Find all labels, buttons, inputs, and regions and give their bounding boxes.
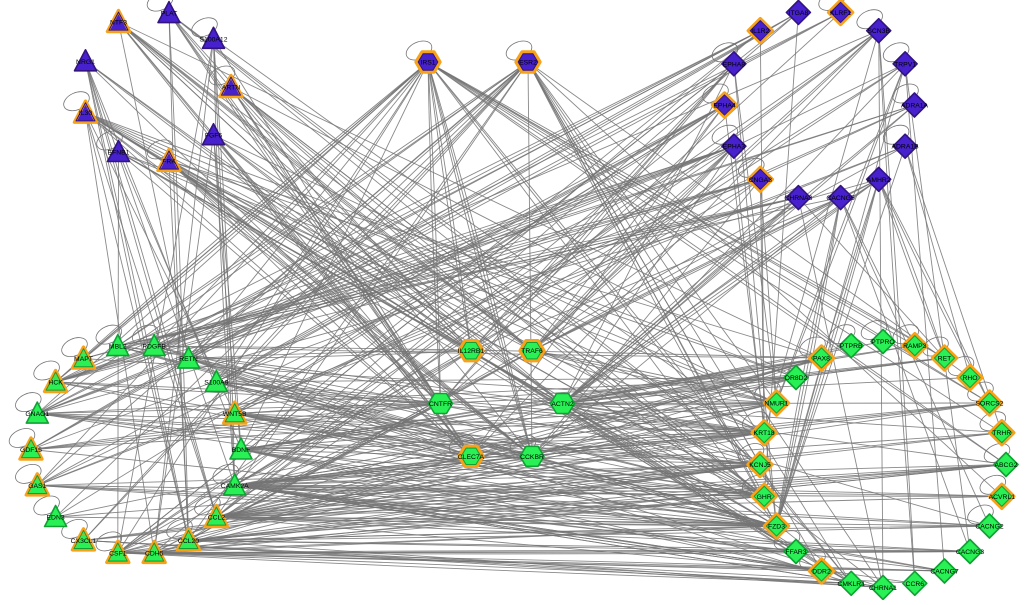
svg-text:CCR6: CCR6 — [906, 581, 925, 588]
svg-text:RAMP3: RAMP3 — [903, 343, 927, 350]
svg-text:PTPRO: PTPRO — [871, 339, 894, 346]
svg-text:BDNF: BDNF — [232, 447, 251, 454]
svg-text:NRG1: NRG1 — [76, 59, 95, 66]
svg-text:ADRA1B: ADRA1B — [891, 144, 919, 151]
svg-text:PDGFB: PDGFB — [142, 344, 166, 351]
svg-text:CACNG7: CACNG7 — [930, 569, 959, 576]
svg-text:MAPT: MAPT — [74, 356, 93, 363]
svg-text:NMUR1: NMUR1 — [764, 401, 788, 408]
svg-text:FGF6: FGF6 — [205, 133, 223, 140]
svg-text:GNAO1: GNAO1 — [25, 411, 49, 418]
svg-text:CSF1: CSF1 — [109, 550, 127, 557]
svg-text:NTF3: NTF3 — [110, 20, 127, 27]
svg-text:OR8D2: OR8D2 — [785, 375, 808, 382]
svg-text:KRT18: KRT18 — [754, 430, 775, 437]
svg-text:ESR2: ESR2 — [519, 60, 537, 67]
svg-text:RET: RET — [938, 356, 952, 363]
svg-text:TRAF6: TRAF6 — [521, 348, 543, 355]
svg-text:CLEC7A: CLEC7A — [458, 454, 485, 461]
svg-text:CCL20: CCL20 — [178, 538, 199, 545]
svg-text:CACNG3: CACNG3 — [956, 549, 985, 556]
svg-text:IRS1: IRS1 — [420, 60, 435, 67]
svg-text:PTPRB: PTPRB — [840, 343, 863, 350]
svg-text:IL1R2: IL1R2 — [751, 28, 769, 35]
svg-text:ITGA8: ITGA8 — [789, 10, 809, 17]
svg-text:SCN3B: SCN3B — [867, 28, 890, 35]
svg-text:PAX8: PAX8 — [813, 356, 830, 363]
svg-text:PLAT: PLAT — [161, 11, 178, 18]
svg-text:ADRA1A: ADRA1A — [901, 103, 929, 110]
svg-text:TRHR: TRHR — [992, 430, 1011, 437]
svg-text:FFAR3: FFAR3 — [785, 549, 806, 556]
svg-text:ACVRL1: ACVRL1 — [989, 494, 1016, 501]
svg-text:ABCG2: ABCG2 — [994, 462, 1017, 469]
svg-text:CX3CL1: CX3CL1 — [71, 538, 97, 545]
svg-text:CHRNA3: CHRNA3 — [784, 195, 812, 202]
svg-text:TRPV1: TRPV1 — [894, 61, 916, 68]
svg-text:CCL2: CCL2 — [208, 515, 226, 522]
svg-text:FZD3: FZD3 — [768, 524, 785, 531]
svg-text:CAMK2A: CAMK2A — [221, 483, 249, 490]
svg-text:CCKBR: CCKBR — [520, 454, 544, 461]
svg-text:DDR2: DDR2 — [812, 569, 831, 576]
svg-text:FRK: FRK — [162, 158, 176, 165]
svg-text:CACNG2: CACNG2 — [975, 524, 1004, 531]
svg-text:RETN: RETN — [179, 356, 198, 363]
svg-text:GAS1: GAS1 — [28, 483, 46, 490]
svg-text:IL30: IL30 — [79, 110, 92, 117]
svg-text:KCNJ5: KCNJ5 — [749, 462, 771, 469]
svg-text:KLRF1: KLRF1 — [830, 10, 851, 17]
svg-text:GDF15: GDF15 — [20, 447, 42, 454]
svg-text:HCK: HCK — [48, 380, 63, 387]
svg-text:EPHA8: EPHA8 — [723, 61, 746, 68]
svg-text:WNT5B: WNT5B — [223, 411, 247, 418]
svg-text:AMHR2: AMHR2 — [867, 177, 891, 184]
svg-text:EDN3: EDN3 — [47, 515, 65, 522]
svg-text:CMKLR1: CMKLR1 — [837, 581, 865, 588]
svg-text:GHR: GHR — [757, 494, 772, 501]
svg-text:MBL2: MBL2 — [109, 344, 127, 351]
svg-text:SORCS2: SORCS2 — [976, 401, 1004, 408]
svg-text:IL12RB1: IL12RB1 — [458, 348, 485, 355]
svg-text:CDH5: CDH5 — [145, 550, 164, 557]
svg-text:ACTN2: ACTN2 — [551, 401, 574, 408]
svg-text:EPHA4: EPHA4 — [713, 103, 736, 110]
svg-text:CNTFR: CNTFR — [429, 401, 452, 408]
svg-text:RHO: RHO — [962, 375, 977, 382]
svg-text:CHRNA1: CHRNA1 — [869, 585, 897, 592]
svg-text:CNGA3: CNGA3 — [749, 177, 773, 184]
svg-text:CACNG5: CACNG5 — [826, 195, 855, 202]
svg-text:EPHA3: EPHA3 — [723, 144, 746, 151]
svg-text:EFNB1: EFNB1 — [108, 150, 130, 157]
svg-text:S100A12: S100A12 — [200, 36, 228, 43]
svg-text:S100A9: S100A9 — [204, 380, 228, 387]
svg-text:ARTN: ARTN — [222, 85, 240, 92]
